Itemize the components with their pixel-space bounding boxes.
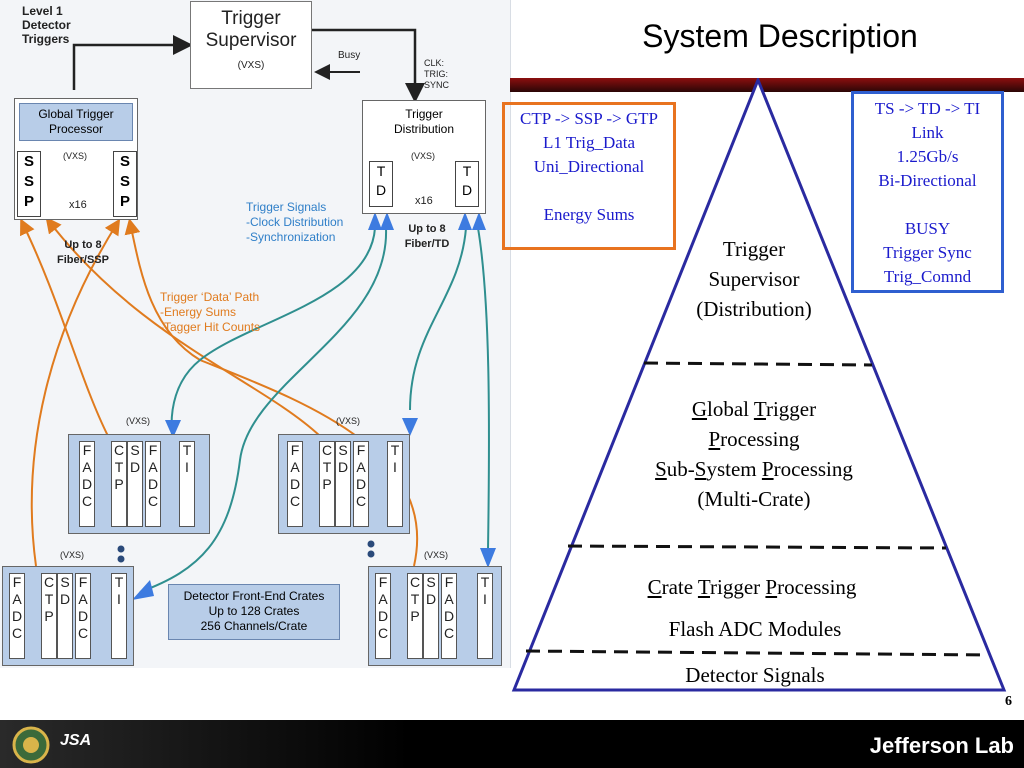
- crate-vxs: (VXS): [424, 550, 449, 560]
- ctp-module: C T P: [41, 573, 57, 659]
- td-module-right: T D: [455, 161, 479, 207]
- fadc-module: F A D C: [287, 441, 303, 527]
- ts-title: Trigger Supervisor: [205, 8, 297, 51]
- fadc-module: F A D C: [375, 573, 391, 659]
- fadc-module: F A D C: [9, 573, 25, 659]
- ti-module: T I: [111, 573, 127, 659]
- pyramid-level-fadc: Flash ADC Modules: [668, 617, 842, 641]
- ti-module: T I: [179, 441, 195, 527]
- link-line: Link: [911, 123, 944, 142]
- ctp-module: C T P: [111, 441, 127, 527]
- jsa-logo: JSA: [60, 732, 92, 749]
- fe-crate-1: F A D C C T P S D F A D C T I: [68, 434, 210, 534]
- link-line: Trig_Comnd: [883, 267, 972, 286]
- data-path-line: L1 Trig_Data: [542, 133, 636, 152]
- td-x16: x16: [415, 195, 433, 207]
- level1-triggers-label: Level 1 Detector Triggers: [22, 4, 71, 46]
- pyramid-level-detector-signals: Detector Signals: [685, 663, 825, 687]
- slide-number: 6: [1005, 694, 1012, 709]
- data-path-line: Uni_Directional: [533, 157, 645, 176]
- pyramid-level-crate-trigger: Crate Trigger Processing: [647, 575, 857, 599]
- fadc-module: F A D C: [353, 441, 369, 527]
- ssp-x16: x16: [69, 199, 87, 211]
- sd-module: S D: [423, 573, 439, 659]
- up-to-8-td-label: Up to 8 Fiber/TD: [404, 223, 450, 250]
- link-line: BUSY: [904, 219, 951, 238]
- gtp-title: Global Trigger Processor: [19, 103, 133, 141]
- footer-bar: JSA Jefferson Lab: [0, 720, 1024, 768]
- slide-title: System Description: [642, 18, 918, 54]
- fadc-module: F A D C: [79, 441, 95, 527]
- crate-vxs: (VXS): [60, 550, 85, 560]
- ssp-module-right: S S P: [113, 151, 137, 217]
- fadc-module: F A D C: [441, 573, 457, 659]
- data-path-box: CTP -> SSP -> GTP L1 Trig_Data Uni_Direc…: [502, 102, 676, 250]
- td-crate: Trigger Distribution (VXS) T D T D x16: [362, 100, 486, 214]
- ctp-module: C T P: [407, 573, 423, 659]
- title-bar: [510, 78, 1024, 92]
- sd-module: S D: [335, 441, 351, 527]
- busy-label: Busy: [338, 50, 361, 61]
- pyramid-level-trigger-supervisor: Trigger Supervisor (Distribution): [696, 237, 812, 321]
- td-vxs: (VXS): [411, 151, 436, 161]
- trigger-signals-label: Trigger Signals -Clock Distribution -Syn…: [246, 200, 344, 244]
- doe-seal-icon: [12, 726, 50, 764]
- trigger-pyramid: [511, 78, 1007, 692]
- diagram-connections: [20, 28, 496, 600]
- link-box: TS -> TD -> TI Link 1.25Gb/s Bi-Directio…: [851, 91, 1004, 293]
- ssp-module-left: S S P: [17, 151, 41, 217]
- clk-label: CLK: TRIG: SYNC: [424, 58, 450, 90]
- trigger-supervisor-box: Trigger Supervisor (VXS): [190, 1, 312, 89]
- link-line: Trigger Sync: [883, 243, 972, 262]
- fe-crates-label: Detector Front-End Crates Up to 128 Crat…: [168, 584, 340, 640]
- link-line: Bi-Directional: [878, 171, 977, 190]
- data-path-line: CTP -> SSP -> GTP: [520, 109, 658, 128]
- data-path-line: Energy Sums: [543, 205, 635, 224]
- sd-module: S D: [57, 573, 73, 659]
- link-line: 1.25Gb/s: [896, 147, 959, 166]
- crate-vxs: (VXS): [336, 416, 361, 426]
- fadc-module: F A D C: [75, 573, 91, 659]
- fe-crate-2: F A D C C T P S D F A D C T I: [278, 434, 410, 534]
- ctp-module: C T P: [319, 441, 335, 527]
- crate-vxs: (VXS): [126, 416, 151, 426]
- link-line: TS -> TD -> TI: [874, 99, 981, 118]
- gtp-crate: Global Trigger Processor S S P S S P (VX…: [14, 98, 138, 220]
- ts-vxs: (VXS): [237, 60, 265, 71]
- fadc-module: F A D C: [145, 441, 161, 527]
- fe-crate-3: F A D C C T P S D F A D C T I: [2, 566, 134, 666]
- td-module-left: T D: [369, 161, 393, 207]
- data-path-label: Trigger ‘Data’ Path -Energy Sums -Tagger…: [160, 290, 261, 334]
- ti-module: T I: [477, 573, 493, 659]
- ti-module: T I: [387, 441, 403, 527]
- sd-module: S D: [127, 441, 143, 527]
- td-title: Trigger Distribution: [393, 107, 455, 136]
- jefferson-lab-logo: Jefferson Lab: [869, 733, 1014, 758]
- up-to-8-ssp-label: Up to 8 Fiber/SSP: [57, 239, 109, 266]
- ssp-vxs: (VXS): [63, 151, 88, 161]
- fe-crate-4: F A D C C T P S D F A D C T I: [368, 566, 502, 666]
